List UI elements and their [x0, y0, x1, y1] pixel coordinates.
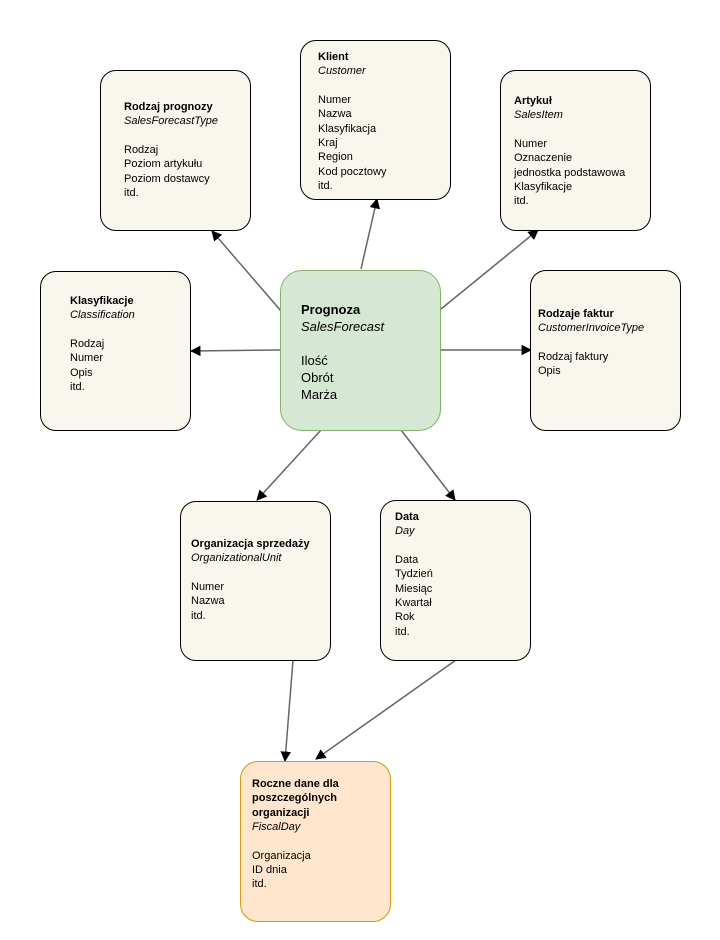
entity-attribute: itd. [395, 625, 410, 638]
entity-attribute: itd. [191, 609, 206, 622]
entity-title: Data [395, 511, 419, 523]
entity-subtitle: SalesForecast [301, 319, 385, 334]
entity-attribute: Region [318, 151, 353, 164]
entity-attribute: Rodzaj [124, 143, 159, 156]
entity-attributes: Organizacja ID dnia itd. [252, 849, 380, 892]
entity-subtitle: SalesForecastType [124, 115, 218, 128]
entity-attribute: itd. [252, 878, 267, 891]
entity-subtitle: SalesItem [514, 109, 563, 122]
entity-subtitle: Day [395, 525, 415, 538]
entity-attribute: Organizacja [252, 849, 311, 862]
entity-sales-forecast: Prognoza SalesForecast Ilość Obrót Marża [280, 270, 441, 431]
entity-attributes: Rodzaj faktury Opis [538, 350, 674, 379]
entity-subtitle: OrganizationalUnit [191, 552, 282, 565]
entity-organizational-unit: Organizacja sprzedaży OrganizationalUnit… [180, 501, 331, 661]
entity-attribute: Rodzaj faktury [538, 350, 609, 363]
entity-attribute: Ilość [301, 353, 328, 368]
entity-attribute: Miesiąc [395, 582, 433, 595]
entity-attribute: Obrót [301, 370, 334, 385]
entity-attribute: itd. [70, 381, 85, 394]
entity-attribute: Nazwa [191, 595, 225, 608]
entity-title: Klasyfikacje [70, 295, 134, 307]
entity-customer: Klient Customer Numer Nazwa Klasyfikacja… [300, 40, 451, 200]
entity-attribute: Oznaczenie [514, 152, 573, 165]
entity-attribute: Kod pocztowy [318, 165, 387, 178]
edge-center-classification [189, 345, 281, 357]
entity-attribute: Kraj [318, 137, 338, 150]
entity-attribute: Poziom dostawcy [124, 172, 210, 185]
entity-subtitle: FiscalDay [252, 821, 301, 834]
entity-attribute: Opis [538, 365, 561, 378]
entity-attribute: Numer [70, 352, 104, 365]
entity-attributes: Data Tydzień Miesiąc Kwartał Rok itd. [395, 553, 522, 639]
entity-subtitle: Customer [318, 65, 366, 78]
entity-attribute: Klasyfikacje [514, 181, 573, 194]
entity-title: Artykuł [514, 95, 552, 107]
entity-attribute: itd. [318, 180, 333, 193]
entity-title: Rodzaje faktur [538, 308, 614, 320]
entity-attribute: Rok [395, 611, 415, 624]
entity-attributes: Numer Nazwa Klasyfikacja Kraj Region Kod… [318, 93, 442, 194]
edge-center-org-unit [256, 429, 322, 501]
entity-attribute: Opis [70, 366, 93, 379]
entity-forecast-type: Rodzaj prognozy SalesForecastType Rodzaj… [100, 70, 251, 231]
entity-attribute: Kwartał [395, 597, 432, 610]
entity-fiscal-day: Roczne dane dla poszczególnych organizac… [240, 761, 391, 922]
entity-day: Data Day Data Tydzień Miesiąc Kwartał Ro… [380, 500, 531, 661]
entity-attributes: Numer Oznaczenie jednostka podstawowa Kl… [514, 137, 644, 209]
edge-day-fiscal-day [315, 659, 457, 760]
entity-title: Rodzaj prognozy [124, 101, 213, 113]
entity-attribute: Klasyfikacja [318, 122, 377, 135]
edge-center-day [400, 429, 456, 501]
entity-subtitle: CustomerInvoiceType [538, 322, 645, 335]
entity-attribute: Marża [301, 387, 338, 402]
entity-subtitle: Classification [70, 309, 135, 322]
entity-title: Roczne dane dla poszczególnych organizac… [252, 778, 339, 819]
entity-attribute: Nazwa [318, 108, 352, 121]
entity-attributes: Rodzaj Numer Opis itd. [70, 337, 182, 395]
entity-attribute: Numer [318, 93, 352, 106]
entity-attribute: Tydzień [395, 568, 433, 581]
entity-attribute: jednostka podstawowa [514, 166, 626, 179]
edge-center-customer [360, 197, 381, 270]
entity-attribute: Numer [514, 137, 548, 150]
entity-invoice-type: Rodzaje faktur CustomerInvoiceType Rodza… [530, 270, 681, 431]
entity-attribute: Rodzaj [70, 337, 105, 350]
edge-center-item [440, 229, 539, 310]
entity-attribute: Poziom artykułu [124, 158, 203, 171]
entity-attribute: Numer [191, 580, 225, 593]
entity-attribute: ID dnia [252, 864, 287, 877]
edge-center-forecast-type [211, 230, 282, 312]
entity-item: Artykuł SalesItem Numer Oznaczenie jedno… [500, 70, 651, 231]
entity-attributes: Ilość Obrót Marża [301, 352, 432, 403]
edge-org-unit-fiscal-day [280, 659, 294, 763]
entity-attribute: itd. [514, 195, 529, 208]
entity-title: Prognoza [301, 302, 361, 317]
entity-title: Klient [318, 51, 349, 63]
entity-classification: Klasyfikacje Classification Rodzaj Numer… [40, 271, 191, 431]
entity-attributes: Numer Nazwa itd. [191, 580, 324, 623]
entity-attribute: Data [395, 553, 419, 566]
entity-attributes: Rodzaj Poziom artykułu Poziom dostawcy i… [124, 143, 242, 201]
entity-attribute: itd. [124, 187, 139, 200]
entity-title: Organizacja sprzedaży [191, 538, 310, 550]
